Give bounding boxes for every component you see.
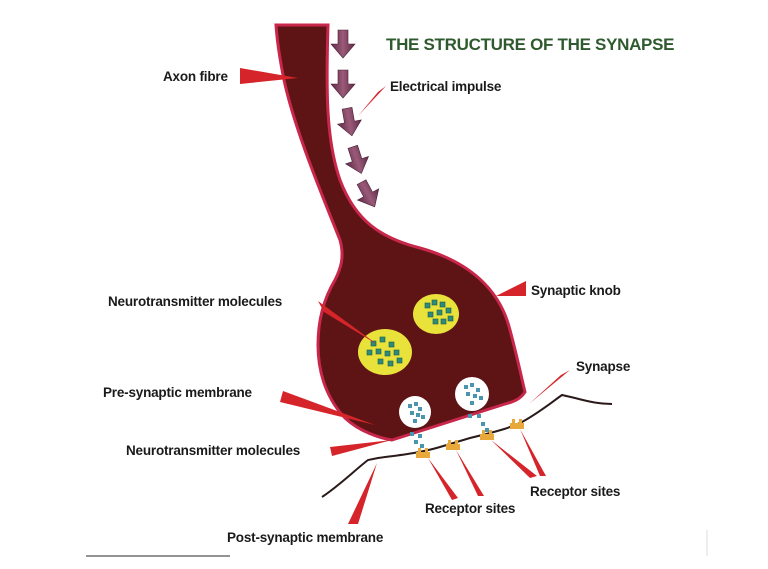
- impulse-arrow-icon: [330, 29, 356, 59]
- pointer-receptor-right-a: [491, 440, 537, 478]
- impulse-arrow-icon: [356, 179, 380, 208]
- pointer-receptor-right-b: [520, 429, 546, 476]
- vesicle-upper: [413, 294, 459, 334]
- diagram-title: THE STRUCTURE OF THE SYNAPSE: [386, 35, 674, 54]
- pointer-neurotransmitter-upper: [318, 301, 378, 345]
- pointer-neurotransmitter-lower: [330, 440, 392, 456]
- impulse-arrow-icon: [336, 107, 362, 137]
- vesicle-lower: [358, 329, 412, 375]
- impulse-arrow-icon: [330, 69, 356, 99]
- label-receptor-sites-right: Receptor sites: [530, 484, 620, 499]
- label-pre-synaptic-membrane: Pre-synaptic membrane: [103, 385, 253, 400]
- label-synapse: Synapse: [576, 359, 631, 374]
- pointer-synaptic-knob: [496, 281, 526, 296]
- released-vesicle-right: [455, 377, 489, 432]
- label-electrical-impulse: Electrical impulse: [390, 79, 502, 94]
- post-synaptic-membrane: [321, 393, 613, 498]
- electrical-impulse-arrows: [330, 29, 380, 208]
- label-neurotransmitter-molecules-upper: Neurotransmitter molecules: [108, 294, 282, 309]
- pointer-axon-fibre: [240, 68, 298, 84]
- pointer-receptor-middle-b: [456, 450, 484, 496]
- impulse-arrow-icon: [344, 144, 370, 174]
- label-pointers: [240, 68, 570, 524]
- label-post-synaptic-membrane: Post-synaptic membrane: [227, 530, 384, 545]
- pointer-electrical-impulse: [358, 86, 386, 116]
- axon-and-synaptic-knob: [274, 23, 527, 442]
- pointer-post-synaptic: [348, 463, 377, 524]
- label-synaptic-knob: Synaptic knob: [531, 283, 621, 298]
- label-receptor-sites-middle: Receptor sites: [425, 501, 515, 516]
- pointer-receptor-middle-a: [428, 458, 458, 500]
- released-vesicle-left: [399, 396, 431, 448]
- pointer-synapse: [529, 370, 570, 404]
- label-axon-fibre: Axon fibre: [163, 69, 228, 84]
- receptor-sites: [416, 419, 524, 458]
- label-neurotransmitter-molecules-lower: Neurotransmitter molecules: [126, 443, 300, 458]
- pointer-pre-synaptic: [280, 391, 375, 425]
